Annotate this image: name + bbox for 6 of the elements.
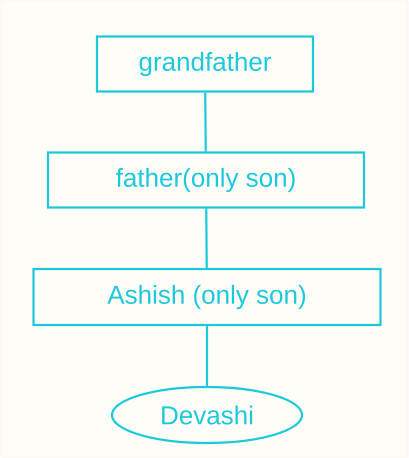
connector-line: [204, 92, 207, 152]
person-box: father(only son): [46, 151, 366, 209]
person-box: Ashish (only son): [32, 268, 382, 326]
connector-line: [206, 326, 208, 386]
person-box: grandfather: [96, 35, 314, 93]
connector-line: [205, 208, 208, 268]
